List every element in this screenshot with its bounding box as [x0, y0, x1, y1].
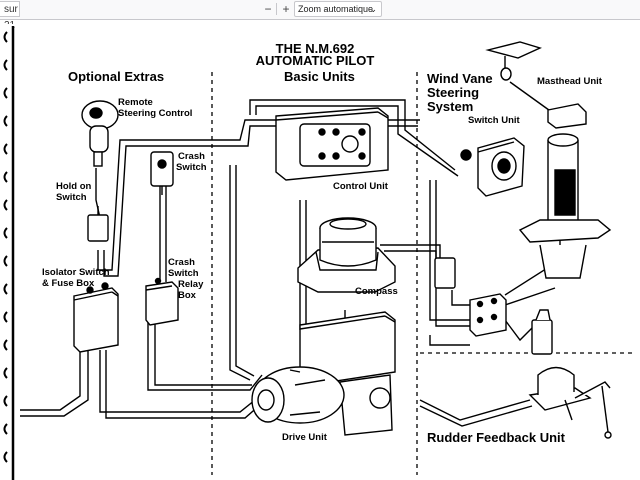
zoom-in-button[interactable]: +: [282, 2, 290, 16]
relay-label-line2: Switch: [168, 268, 199, 279]
zoom-select-value: Zoom automatique: [298, 4, 374, 14]
remote-label-line1: Remote: [118, 97, 153, 108]
relay-label-line1: Crash: [168, 257, 195, 268]
compass-label: Compass: [355, 286, 398, 297]
relay-label-line3: Relay: [178, 279, 204, 290]
control-unit-label: Control Unit: [333, 181, 388, 192]
drive-unit-label: Drive Unit: [282, 432, 327, 443]
optional-extras-heading: Optional Extras: [68, 69, 165, 84]
switch-unit: [460, 137, 525, 197]
relay-box: [145, 277, 179, 326]
wind-vane-heading-line3: System: [427, 99, 474, 114]
relay-label-line4: Box: [178, 290, 196, 301]
document-page: THE N.M.692 AUTOMATIC PILOT Optional Ext…: [0, 20, 640, 480]
hold-on-switch: [87, 206, 109, 242]
masthead-unit-label: Masthead Unit: [537, 76, 602, 87]
zoom-select[interactable]: Zoom automatique ⌄: [294, 1, 382, 17]
crash-switch-label-line2: Switch: [176, 162, 207, 173]
basic-units-heading: Basic Units: [284, 69, 355, 84]
isolator-fuse-box: [73, 282, 119, 353]
rudder-feedback-label: Rudder Feedback Unit: [427, 430, 565, 445]
diagram-title-line2: AUTOMATIC PILOT: [255, 53, 375, 68]
remote-steering-control: [81, 100, 119, 167]
junction-boxes: [434, 257, 553, 355]
drive-unit: [251, 311, 396, 436]
rudder-feedback-unit: [528, 366, 612, 439]
compass: [297, 217, 396, 293]
chevron-down-icon: ⌄: [369, 4, 377, 14]
control-unit: [275, 107, 389, 181]
crash-switch: [150, 151, 174, 195]
crash-switch-label-line1: Crash: [178, 151, 205, 162]
toolbar-divider: [276, 3, 277, 15]
page-count-label: sur 21: [0, 1, 20, 31]
diagram-title-line1: THE N.M.692: [275, 41, 355, 56]
zoom-out-button[interactable]: −: [264, 2, 272, 16]
masthead-unit: [485, 41, 612, 279]
pdf-toolbar: sur 21 − + Zoom automatique ⌄: [0, 0, 640, 31]
hold-on-label-line2: Switch: [56, 192, 87, 203]
wiring-diagram: [0, 24, 636, 480]
isolator-label-line2: & Fuse Box: [42, 278, 95, 289]
remote-label-line2: Steering Control: [118, 108, 193, 119]
wind-vane-heading-line1: Wind Vane: [427, 71, 493, 86]
switch-unit-label: Switch Unit: [468, 115, 520, 126]
binder-edge: [0, 24, 15, 480]
hold-on-label-line1: Hold on: [56, 181, 92, 192]
isolator-label-line1: Isolator Switch: [42, 267, 110, 278]
wind-vane-heading-line2: Steering: [427, 85, 480, 100]
